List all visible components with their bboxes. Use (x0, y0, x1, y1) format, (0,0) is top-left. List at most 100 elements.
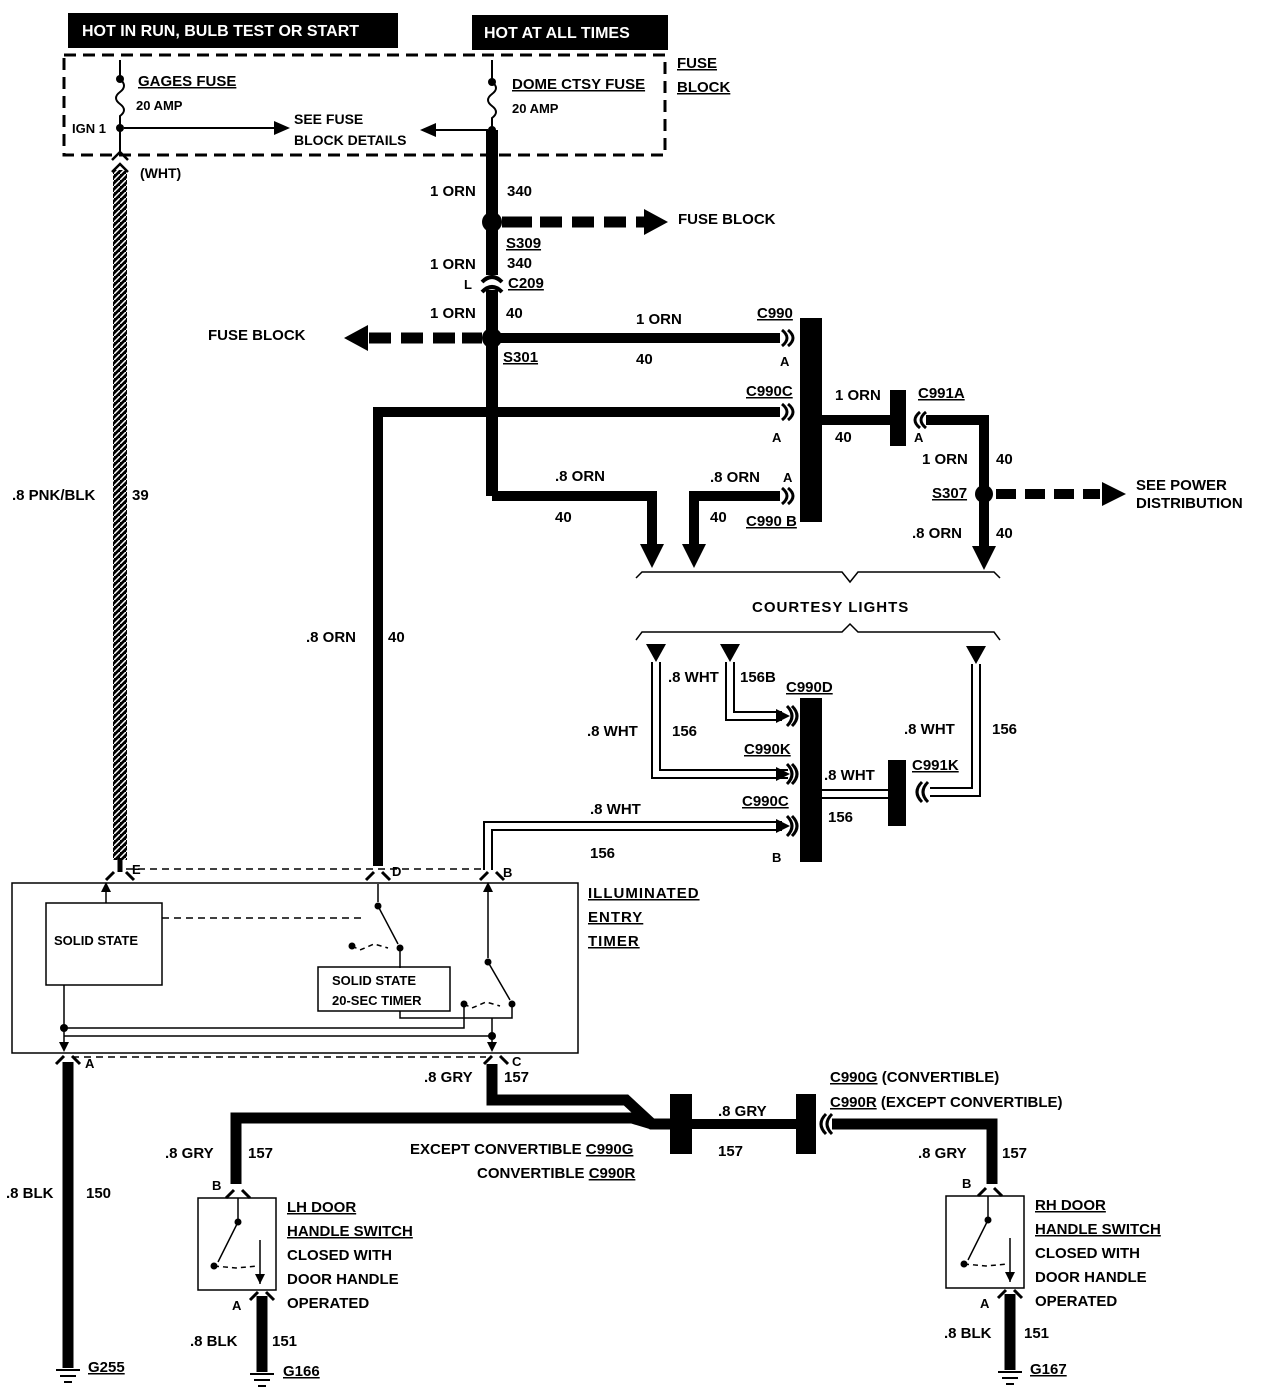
wire-c991a-circuit: 40 (835, 429, 852, 446)
timer-name-3: TIMER (588, 933, 640, 950)
rh-connector-b (976, 1186, 1004, 1198)
wire-40-circuit: 40 (506, 305, 523, 322)
wire-156-left (651, 662, 788, 779)
wire-157-rh-size: .8 GRY (918, 1145, 967, 1162)
c990c-connector (781, 402, 795, 422)
lh-desc-2: DOOR HANDLE (287, 1271, 399, 1288)
rh-switch-arrow (1005, 1272, 1015, 1282)
courtesy-bracket-bottom (635, 622, 1001, 641)
c209-label: C209 (508, 275, 544, 292)
splice-s307 (975, 485, 993, 503)
lh-switch-act (213, 1265, 259, 1269)
c990-label: C990 (757, 305, 793, 322)
rh-switch-box (945, 1195, 1025, 1289)
s301-label: S301 (503, 349, 538, 366)
courtesy-lights-label: COURTESY LIGHTS (752, 599, 909, 616)
wire-c990-circuit: 40 (636, 351, 653, 368)
see-power-1: SEE POWER (1136, 477, 1227, 494)
wire-courtesy-size: .8 ORN (555, 468, 605, 485)
c990c-lower-pin-b: B (772, 850, 781, 865)
relay-d-blade (377, 905, 399, 945)
c990d-arrow (776, 709, 790, 723)
see-fuse-2: BLOCK DETAILS (294, 132, 407, 148)
conv-line: CONVERTIBLE C990R (477, 1165, 636, 1182)
c209-lower (480, 285, 504, 294)
wire-156-right-circuit: 156 (992, 721, 1017, 738)
wire-157-timer-size: .8 GRY (424, 1069, 473, 1086)
rh-connector-a (996, 1288, 1024, 1300)
rh-pin-b: B (962, 1176, 971, 1191)
fuse-block-outline (62, 53, 667, 157)
wire-150-circuit: 150 (86, 1185, 111, 1202)
c991a-label: C991A (918, 385, 965, 402)
solid-state-box (45, 902, 163, 986)
connector-c (482, 1054, 510, 1066)
c990k-arrow (776, 767, 790, 781)
gages-fuse-label: GAGES FUSE (138, 73, 236, 90)
wire-d-circuit: 40 (388, 629, 405, 646)
wire-s307-circuit: 40 (996, 451, 1013, 468)
rh-pin-a: A (980, 1296, 990, 1311)
rh-name-1: RH DOOR (1035, 1197, 1106, 1214)
wire-157-lh (230, 1112, 670, 1184)
e-arrow (101, 882, 111, 892)
a-arrow (59, 1042, 69, 1052)
pin-e: E (132, 862, 141, 877)
splice-s309 (482, 212, 502, 232)
c990r-connector (819, 1112, 834, 1136)
ground-g255-symbol (56, 1369, 80, 1383)
rh-desc-3: OPERATED (1035, 1293, 1117, 1310)
lh-connector-a (248, 1290, 276, 1302)
wire-c991a-s307 (926, 415, 989, 560)
wire-157-rh (832, 1118, 998, 1184)
wire-157-mid-circuit: 157 (718, 1143, 743, 1160)
lh-pin-b: B (212, 1178, 221, 1193)
rh-switch-blade (967, 1219, 989, 1261)
c990c-lower-arrow (776, 819, 790, 833)
header-right-bar (472, 15, 668, 50)
wire-s307-down-circuit: 40 (996, 525, 1013, 542)
timer-name-1: ILLUMINATED (588, 885, 700, 902)
c990b-connector (781, 486, 795, 506)
c990r-body (796, 1094, 816, 1154)
s307-label: S307 (932, 485, 967, 502)
light-tri-2 (720, 644, 740, 662)
dome-fuse-amp: 20 AMP (512, 101, 559, 116)
c209-upper (480, 275, 504, 284)
pin-c-timer: C (512, 1054, 522, 1069)
dome-fuse-element (487, 60, 497, 130)
ground-g167: G167 (1030, 1361, 1067, 1378)
wire-39-pnk-blk (113, 170, 127, 860)
c991a-pin-a: A (914, 430, 924, 445)
timer-module-outline (11, 882, 579, 1054)
wire-c991k-size: .8 WHT (824, 767, 875, 784)
c209-wire-size: 1 ORN (430, 256, 476, 273)
c990-lower-body (800, 698, 822, 862)
light-tri-1 (646, 644, 666, 662)
relay-b-blade (487, 961, 511, 1001)
timer-20sec-box (317, 966, 451, 1012)
c209-pin-l: L (464, 277, 472, 292)
b-arrow (483, 882, 493, 892)
rh-desc-1: CLOSED WITH (1035, 1245, 1140, 1262)
wire-c991k-circuit: 156 (828, 809, 853, 826)
pin-a-timer: A (85, 1056, 95, 1071)
dome-fuse-label: DOME CTSY FUSE (512, 76, 645, 93)
fuse-block-label-1: FUSE (677, 55, 717, 72)
timer-name-2: ENTRY (588, 909, 643, 926)
wire-156-right-size: .8 WHT (904, 721, 955, 738)
lh-name-2: HANDLE SWITCH (287, 1223, 413, 1240)
courtesy-arrow-2 (682, 544, 706, 568)
courtesy-arrow-1 (640, 544, 664, 568)
wire-39-circuit: 39 (132, 487, 149, 504)
see-fuse-1: SEE FUSE (294, 111, 363, 127)
lh-connector-b (224, 1188, 252, 1200)
wire-156b-size: .8 WHT (668, 669, 719, 686)
connector-a (54, 1054, 82, 1066)
c990c-lower-label: C990C (742, 793, 789, 810)
wire-157-lh-size: .8 GRY (165, 1145, 214, 1162)
timer-20sec-2: 20-SEC TIMER (332, 993, 422, 1008)
lh-desc-3: OPERATED (287, 1295, 369, 1312)
relay-b-return (399, 1011, 513, 1019)
wire-156b-circuit: 156B (740, 669, 776, 686)
